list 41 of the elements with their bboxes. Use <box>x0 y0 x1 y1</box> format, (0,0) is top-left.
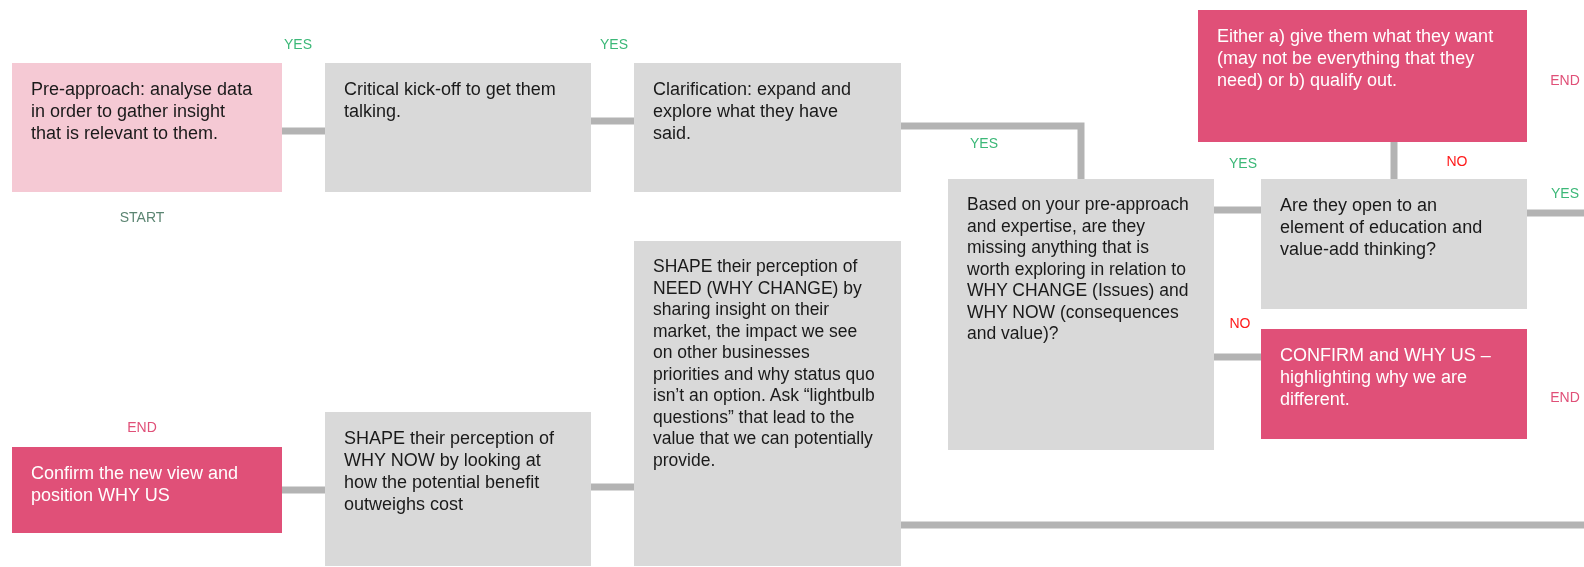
edge-label: YES <box>969 135 999 151</box>
box-text: CONFIRM and WHY US – highlighting why we are different. <box>1280 344 1492 410</box>
terminal-box <box>12 447 282 533</box>
branch-label: YES <box>600 36 628 52</box>
process-box <box>325 63 591 192</box>
box-text: Based on your pre-approach and expertise, are they missing anything that is worth exploring in relation to WHY CHANGE (Issues) and WHY NOW (consequences and value)? <box>967 194 1190 345</box>
connector-line <box>1214 353 1261 361</box>
box-text: Critical kick-off to get them talking. <box>344 78 557 122</box>
edge-label: NO <box>1445 153 1469 169</box>
process-box <box>1261 179 1527 309</box>
terminal-box <box>12 63 282 192</box>
box-text: Are they open to an element of education and value-add thinking? <box>1280 194 1484 260</box>
flow-terminal-label: END <box>127 419 157 435</box>
process-box <box>634 63 901 192</box>
box-text: Clarification: expand and explore what they have said. <box>653 78 853 144</box>
flow-terminal-label: END <box>1550 389 1580 405</box>
process-box <box>634 241 901 566</box>
connector-line <box>282 486 325 494</box>
flow-terminal-label: START <box>119 209 165 225</box>
process-box <box>325 412 591 566</box>
edge-label: YES <box>1550 185 1580 201</box>
flow-terminal-label: END <box>1550 72 1580 88</box>
process-box <box>948 179 1214 450</box>
connector-line <box>1214 206 1261 214</box>
edge-label: NO <box>1228 315 1252 331</box>
connector-line <box>901 122 1085 179</box>
terminal-box <box>1261 329 1527 439</box>
edge-label: YES <box>1228 155 1258 171</box>
connector-line <box>1390 142 1398 179</box>
connector-line <box>591 117 634 125</box>
branch-label: YES <box>284 36 312 52</box>
connector-line <box>591 483 634 491</box>
box-text: Pre-approach: analyse data in order to gather insight that is relevant to them. <box>31 78 254 144</box>
box-text: Either a) give them what they want (may not be everything that they need) or b) qualify out. <box>1217 25 1495 91</box>
box-text: SHAPE their perception of NEED (WHY CHANGE) by sharing insight on their market, the impact we see on other businesses priorities and why status quo isn’t an option. Ask “lightbulb questions” that lead to the value that we can potentially provide. <box>653 256 876 471</box>
connector-line <box>1527 209 1584 217</box>
box-text: Confirm the new view and position WHY US <box>31 462 240 506</box>
terminal-box <box>1198 10 1527 142</box>
box-text: SHAPE their perception of WHY NOW by looking at how the potential benefit outweighs cost <box>344 427 556 515</box>
connector-line <box>282 127 325 135</box>
connector-line <box>901 521 1584 529</box>
